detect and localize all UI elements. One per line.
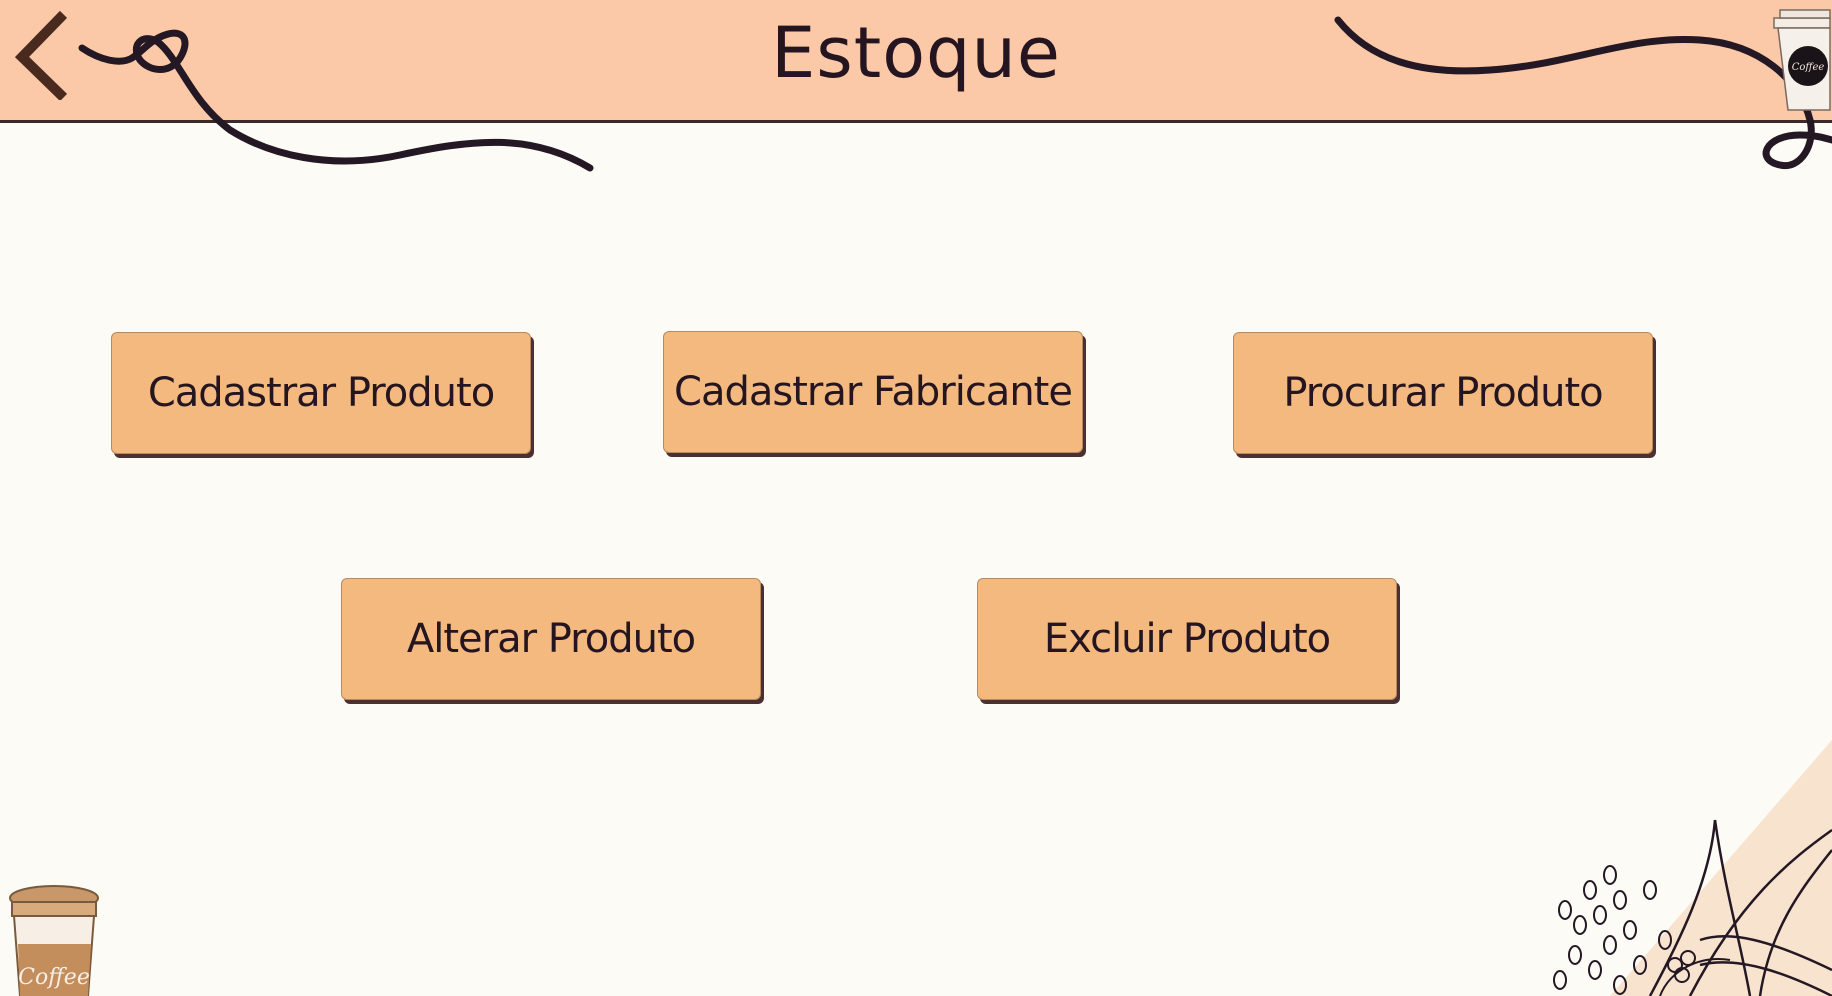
- back-button[interactable]: [8, 10, 78, 102]
- excluir-produto-button[interactable]: Excluir Produto: [977, 578, 1397, 700]
- chevron-left-icon: [14, 10, 68, 102]
- page-title: Estoque: [771, 12, 1061, 94]
- cadastrar-fabricante-button[interactable]: Cadastrar Fabricante: [663, 331, 1083, 453]
- header-bar: Estoque: [0, 0, 1832, 123]
- coffee-cup-small-icon: Coffee: [9, 885, 99, 996]
- small-cup-text: Coffee: [18, 965, 90, 990]
- coffee-branch-decoration: [1553, 740, 1832, 996]
- alterar-produto-button[interactable]: Alterar Produto: [341, 578, 761, 700]
- cadastrar-produto-button[interactable]: Cadastrar Produto: [111, 332, 531, 454]
- procurar-produto-button[interactable]: Procurar Produto: [1233, 332, 1653, 454]
